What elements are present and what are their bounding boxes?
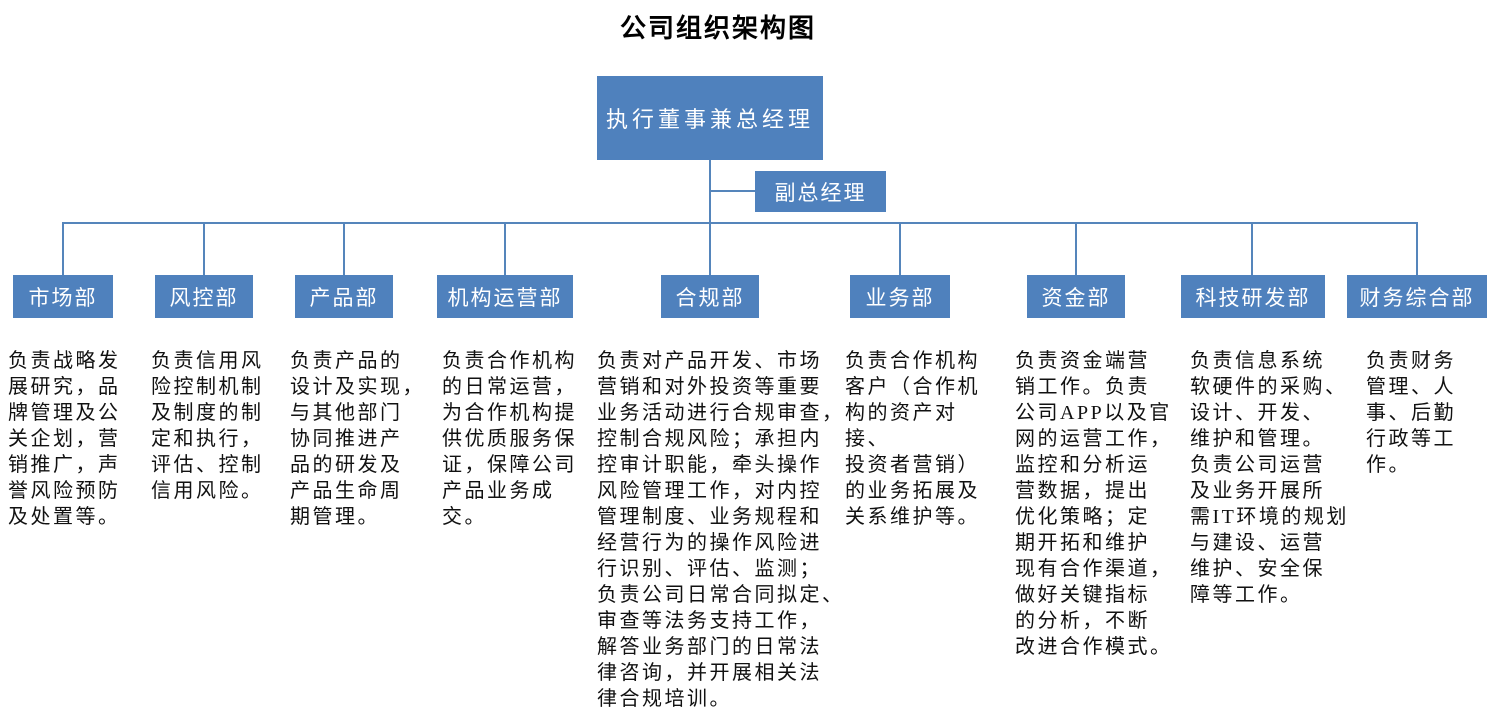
node-dept-finance-admin: 财务综合部 — [1347, 275, 1487, 318]
connector-drop-institution-ops — [504, 222, 506, 275]
connector-drop-business — [899, 222, 901, 275]
connector-drop-finance — [1416, 222, 1418, 275]
node-dept-tech-rd: 科技研发部 — [1181, 275, 1325, 318]
node-deputy-general-manager: 副总经理 — [755, 171, 886, 212]
desc-dept-product: 负责产品的 设计及实现， 与其他部门 协同推进产 品的研发及 产品生命周 期管理… — [290, 350, 425, 528]
page-title: 公司组织架构图 — [620, 13, 817, 43]
node-dept-market: 市场部 — [13, 275, 113, 318]
desc-dept-funds: 负责资金端营 销工作。负责 公司APP以及官 网的运营工作， 监控和分析运 营数… — [1015, 350, 1173, 658]
node-dept-compliance: 合规部 — [661, 275, 759, 318]
connector-root-vertical — [709, 160, 711, 275]
node-dept-business: 业务部 — [850, 275, 950, 318]
desc-dept-finance-admin: 负责财务 管理、人 事、后勤 行政等工 作。 — [1366, 350, 1456, 476]
connector-drop-market — [62, 222, 64, 275]
node-dept-funds: 资金部 — [1027, 275, 1125, 318]
desc-dept-tech-rd: 负责信息系统 软硬件的采购、 设计、开发、 维护和管理。 负责公司运营 及业务开… — [1190, 350, 1349, 606]
connector-main-rail — [62, 222, 1418, 224]
connector-drop-funds — [1075, 222, 1077, 275]
desc-dept-business: 负责合作机构 客户（合作机 构的资产对接、 投资者营销） 的业务拓展及 关系维护… — [845, 350, 980, 528]
connector-deputy-stub — [710, 190, 755, 192]
connector-drop-tech — [1251, 222, 1253, 275]
node-dept-risk-control: 风控部 — [155, 275, 253, 318]
connector-drop-risk — [203, 222, 205, 275]
connector-drop-product — [343, 222, 345, 275]
node-dept-product: 产品部 — [295, 275, 393, 318]
desc-dept-compliance: 负责对产品开发、市场 营销和对外投资等重要 业务活动进行合规审查， 控制合规风险… — [597, 350, 845, 710]
desc-dept-institution-ops: 负责合作机构 的日常运营， 为合作机构提 供优质服务保 证，保障公司 产品业务成… — [442, 350, 577, 528]
node-executive-director-gm: 执行董事兼总经理 — [597, 76, 823, 160]
node-dept-institution-ops: 机构运营部 — [437, 275, 573, 318]
desc-dept-market: 负责战略发 展研究，品 牌管理及公 关企划，营 销推广，声 誉风险预防 及处置等… — [8, 350, 121, 528]
desc-dept-risk-control: 负责信用风 险控制机制 及制度的制 定和执行， 评估、控制 信用风险。 — [151, 350, 264, 502]
